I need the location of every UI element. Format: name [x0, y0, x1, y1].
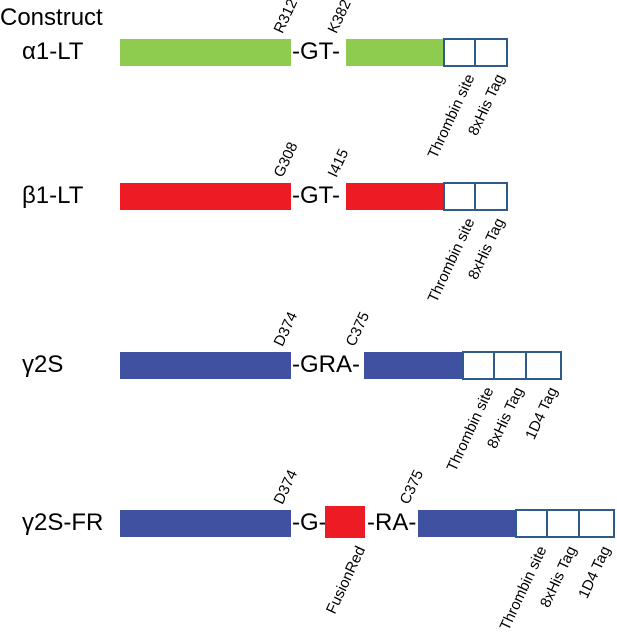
left-segment	[120, 352, 291, 379]
tag-box-2	[493, 351, 528, 380]
construct-name: γ2S-FR	[22, 509, 104, 536]
tag-box-3	[525, 351, 562, 380]
linker-right-label: -RA-	[367, 509, 417, 536]
right-residue-label: C375	[342, 309, 374, 349]
tag-box-2	[474, 182, 508, 211]
right-residue-label: I415	[324, 146, 353, 180]
left-segment	[120, 183, 291, 210]
tag-box-1	[515, 509, 549, 538]
tag-box-2	[546, 509, 581, 538]
right-segment	[364, 352, 464, 379]
left-segment	[120, 510, 291, 537]
right-segment	[418, 510, 518, 537]
construct-name: β1-LT	[22, 182, 84, 209]
right-residue-label: K382	[324, 0, 355, 36]
left-segment	[120, 39, 291, 66]
construct-name: γ2S	[22, 351, 64, 378]
tag-label-3: 1D4 Tag	[522, 384, 562, 443]
tag-label-3: 1D4 Tag	[575, 543, 615, 602]
linker-label: -GT-	[292, 38, 340, 65]
left-residue-label: D374	[270, 309, 302, 349]
tag-box-2	[474, 38, 508, 67]
insert-label: FusionRed	[323, 543, 370, 617]
right-segment	[346, 183, 444, 210]
linker-left-label: -G-	[292, 509, 327, 536]
construct-name: α1-LT	[22, 38, 84, 65]
tag-box-1	[462, 351, 496, 380]
right-residue-label: C375	[396, 467, 428, 507]
linker-label: -GRA-	[292, 351, 360, 378]
header-label: Construct	[0, 4, 103, 31]
left-residue-label: G308	[270, 139, 302, 180]
tag-box-1	[443, 38, 477, 67]
left-residue-label: R312	[270, 0, 302, 37]
left-residue-label: D374	[270, 467, 302, 507]
fusionred-insert	[325, 506, 365, 538]
linker-label: -GT-	[292, 182, 340, 209]
right-segment	[346, 39, 444, 66]
tag-box-3	[578, 509, 615, 538]
tag-box-1	[443, 182, 477, 211]
